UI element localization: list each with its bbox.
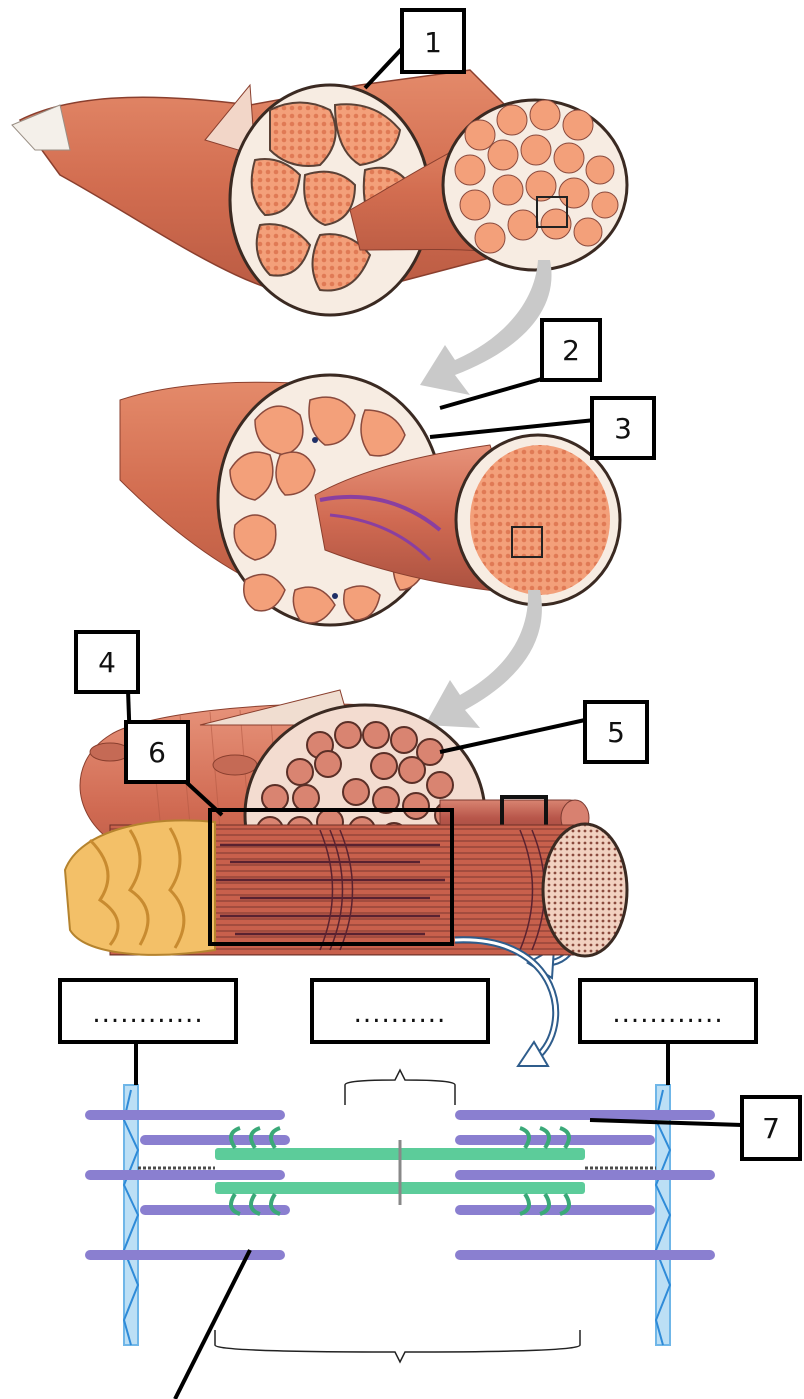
fascicle	[120, 375, 620, 625]
label-box-4: 4	[76, 632, 138, 692]
blank-right-text: ............	[612, 999, 723, 1029]
blank-box-right: ............	[580, 980, 756, 1042]
label-box-3: 3	[592, 398, 654, 458]
blank-box-left: ............	[60, 980, 236, 1042]
myofibril	[65, 810, 627, 956]
label-box-7: 7	[742, 1097, 800, 1159]
h-zone-bracket	[345, 1070, 455, 1105]
zoom-arrow-2	[425, 590, 542, 728]
label-2-text: 2	[562, 334, 580, 367]
label-7-text: 7	[762, 1112, 780, 1145]
leader-3	[430, 420, 595, 437]
zoom-arrow-1	[420, 260, 552, 395]
label-1-text: 1	[424, 26, 442, 59]
label-box-6: 6	[126, 722, 188, 782]
label-4-text: 4	[98, 646, 116, 679]
sarcomere	[85, 1070, 715, 1362]
label-6-text: 6	[148, 736, 166, 769]
blank-middle-text: ..........	[354, 999, 447, 1029]
a-band-bracket	[215, 1330, 580, 1362]
whole-muscle	[12, 70, 627, 315]
label-5-text: 5	[607, 716, 625, 749]
myofibril-cross-section	[543, 824, 627, 956]
nucleus-dot-2	[332, 593, 338, 599]
label-3-text: 3	[614, 412, 632, 445]
blank-left-text: ............	[92, 999, 203, 1029]
leader-8	[175, 1250, 250, 1399]
label-box-1: 1	[402, 10, 464, 72]
blank-box-middle: ..........	[312, 980, 488, 1042]
nucleus-dot	[312, 437, 318, 443]
label-box-2: 2	[542, 320, 600, 380]
nucleus-4b	[213, 755, 257, 775]
sarcoplasmic-reticulum	[65, 820, 215, 954]
leader-7	[590, 1120, 742, 1125]
fiber-cross-section-dots	[470, 445, 610, 595]
label-box-5: 5	[585, 702, 647, 762]
